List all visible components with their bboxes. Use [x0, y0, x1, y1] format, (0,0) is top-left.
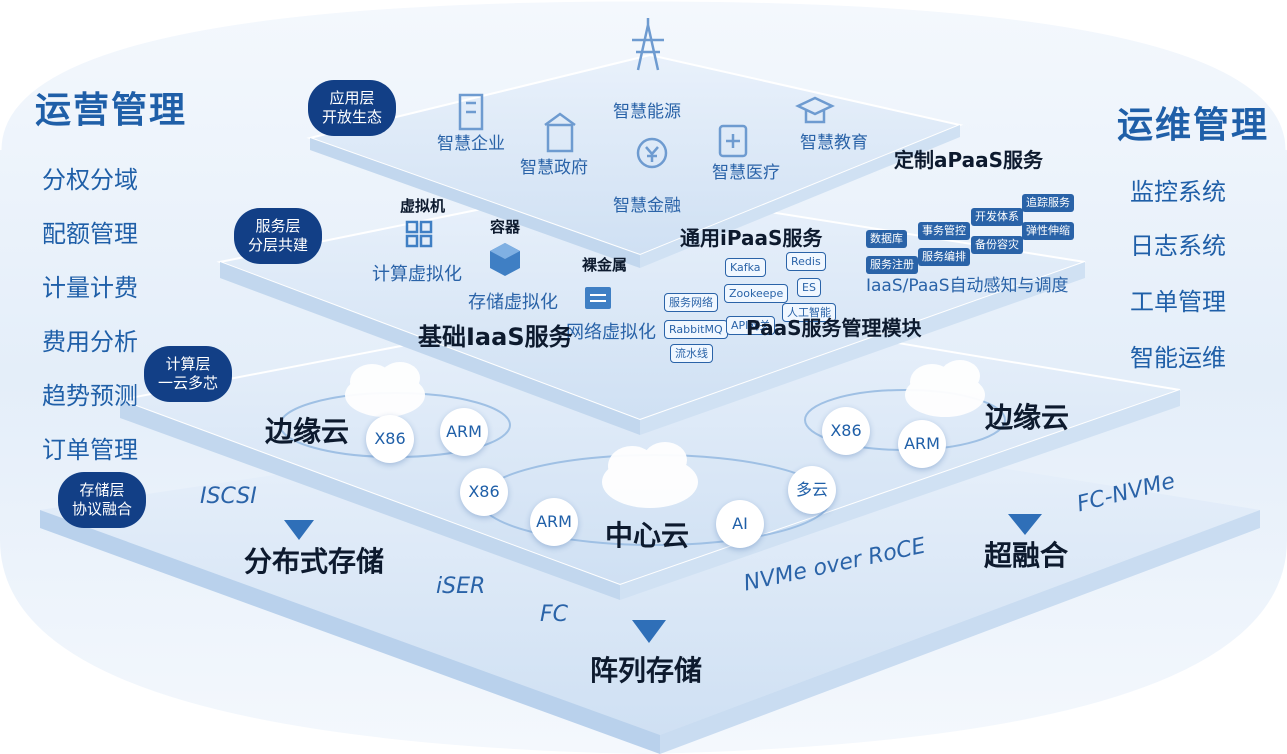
apaas-tag: 数据库 [866, 230, 907, 248]
education-icon [795, 96, 835, 124]
app-item-enterprise: 智慧企业 [437, 134, 505, 154]
apaas-tag: 备份容灾 [971, 236, 1023, 254]
left-item: 费用分析 [42, 328, 138, 356]
triangle-icon-distributed [284, 520, 314, 540]
maint-management-title: 运维管理 [1117, 105, 1270, 146]
right-item: 监控系统 [1130, 178, 1226, 206]
chip-bubble: X86 [822, 407, 870, 455]
ipaas-tag: 流水线 [670, 344, 713, 363]
ipaas-tag: 服务网络 [664, 293, 718, 312]
ipaas-tag: Kafka [725, 258, 766, 277]
container-icon [490, 243, 520, 276]
ipaas-tag: ES [797, 278, 821, 297]
apaas-tag: 服务注册 [866, 256, 918, 274]
chip-bubble: ARM [530, 498, 578, 546]
chip-bubble: X86 [366, 415, 414, 463]
distributed-storage-label: 分布式存储 [244, 545, 385, 578]
protocol-fc: FC [540, 602, 569, 627]
app-item-government: 智慧政府 [520, 158, 588, 178]
app-item-education: 智慧教育 [800, 133, 868, 153]
badge-line: 服务层 [255, 217, 301, 235]
ipaas-tag: 人工智能 [782, 303, 836, 322]
right-item: 工单管理 [1130, 288, 1226, 316]
vm-icon [405, 220, 433, 248]
vm-title: 虚拟机 [400, 197, 446, 215]
right-item: 日志系统 [1130, 232, 1226, 260]
edge-cloud-right-label: 边缘云 [985, 401, 1070, 434]
right-item: 智能运维 [1130, 344, 1226, 372]
left-item: 趋势预测 [42, 382, 138, 410]
apaas-tag: 开发体系 [971, 208, 1023, 226]
storage-layer-badge: 存储层协议融合 [58, 472, 147, 528]
government-icon [544, 112, 576, 153]
apaas-title: 定制aPaaS服务 [894, 148, 1044, 172]
app-item-finance: 智慧金融 [613, 196, 681, 216]
chip-bubble: ARM [898, 420, 946, 468]
vm-label: 计算虚拟化 [372, 264, 462, 285]
protocol-iser: iSER [436, 574, 486, 599]
building-icon [458, 93, 484, 131]
ipaas-tag: RabbitMQ [664, 320, 728, 339]
ipaas-tag: API网关 [726, 316, 776, 335]
auto-schedule-label: IaaS/PaaS自动感知与调度 [866, 276, 1069, 296]
ipaas-tag: Redis [786, 252, 826, 271]
compute-layer-badge: 计算层一云多芯 [144, 346, 233, 402]
center-cloud-label: 中心云 [605, 519, 690, 552]
tower-icon [632, 18, 664, 71]
left-item: 分权分域 [42, 166, 138, 194]
app-item-energy: 智慧能源 [613, 102, 681, 122]
chip-bubble: ARM [440, 408, 488, 456]
baremetal-icon [585, 287, 611, 309]
paas-management-title: PaaS服务管理模块 [746, 316, 922, 340]
chip-bubble: AI [716, 500, 764, 548]
ipaas-tag: Zookeepe [724, 284, 789, 303]
triangle-icon-array [632, 620, 666, 643]
coin-icon [636, 137, 668, 169]
badge-line: 分层共建 [248, 236, 309, 254]
cloud-icon-left [345, 362, 425, 417]
badge-line: 计算层 [165, 355, 211, 373]
baremetal-title: 裸金属 [582, 256, 628, 274]
badge-line: 应用层 [329, 89, 375, 107]
badge-line: 一云多芯 [158, 374, 219, 392]
ops-management-title: 运营管理 [35, 90, 188, 131]
chip-bubble: X86 [460, 468, 508, 516]
container-label: 存储虚拟化 [468, 292, 558, 313]
hyper-converged-label: 超融合 [984, 539, 1069, 572]
triangle-icon-hyper [1008, 514, 1042, 535]
badge-line: 存储层 [79, 481, 125, 499]
cloud-icon-right [905, 360, 985, 417]
apaas-tag: 弹性伸缩 [1022, 222, 1074, 240]
app-item-medical: 智慧医疗 [712, 163, 780, 183]
app-layer-badge: 应用层开放生态 [308, 80, 397, 136]
edge-cloud-left-label: 边缘云 [265, 415, 350, 448]
apaas-tag: 服务编排 [918, 248, 970, 266]
apaas-tag: 追踪服务 [1022, 194, 1074, 212]
protocol-iscsi: ISCSI [200, 484, 257, 509]
iaas-title: 基础IaaS服务 [418, 323, 573, 351]
chip-bubble: 多云 [788, 466, 836, 514]
left-item: 订单管理 [42, 436, 138, 464]
medical-icon [718, 124, 748, 158]
cloud-icon-center [602, 442, 698, 508]
container-title: 容器 [490, 218, 521, 236]
left-item: 配额管理 [42, 220, 138, 248]
ipaas-title: 通用iPaaS服务 [680, 226, 823, 250]
left-item: 计量计费 [42, 274, 138, 302]
baremetal-label: 网络虚拟化 [566, 322, 656, 343]
badge-line: 开放生态 [322, 108, 383, 126]
array-storage-label: 阵列存储 [590, 654, 703, 687]
apaas-tag: 事务管控 [918, 222, 970, 240]
badge-line: 协议融合 [72, 500, 133, 518]
service-layer-badge: 服务层分层共建 [234, 208, 323, 264]
